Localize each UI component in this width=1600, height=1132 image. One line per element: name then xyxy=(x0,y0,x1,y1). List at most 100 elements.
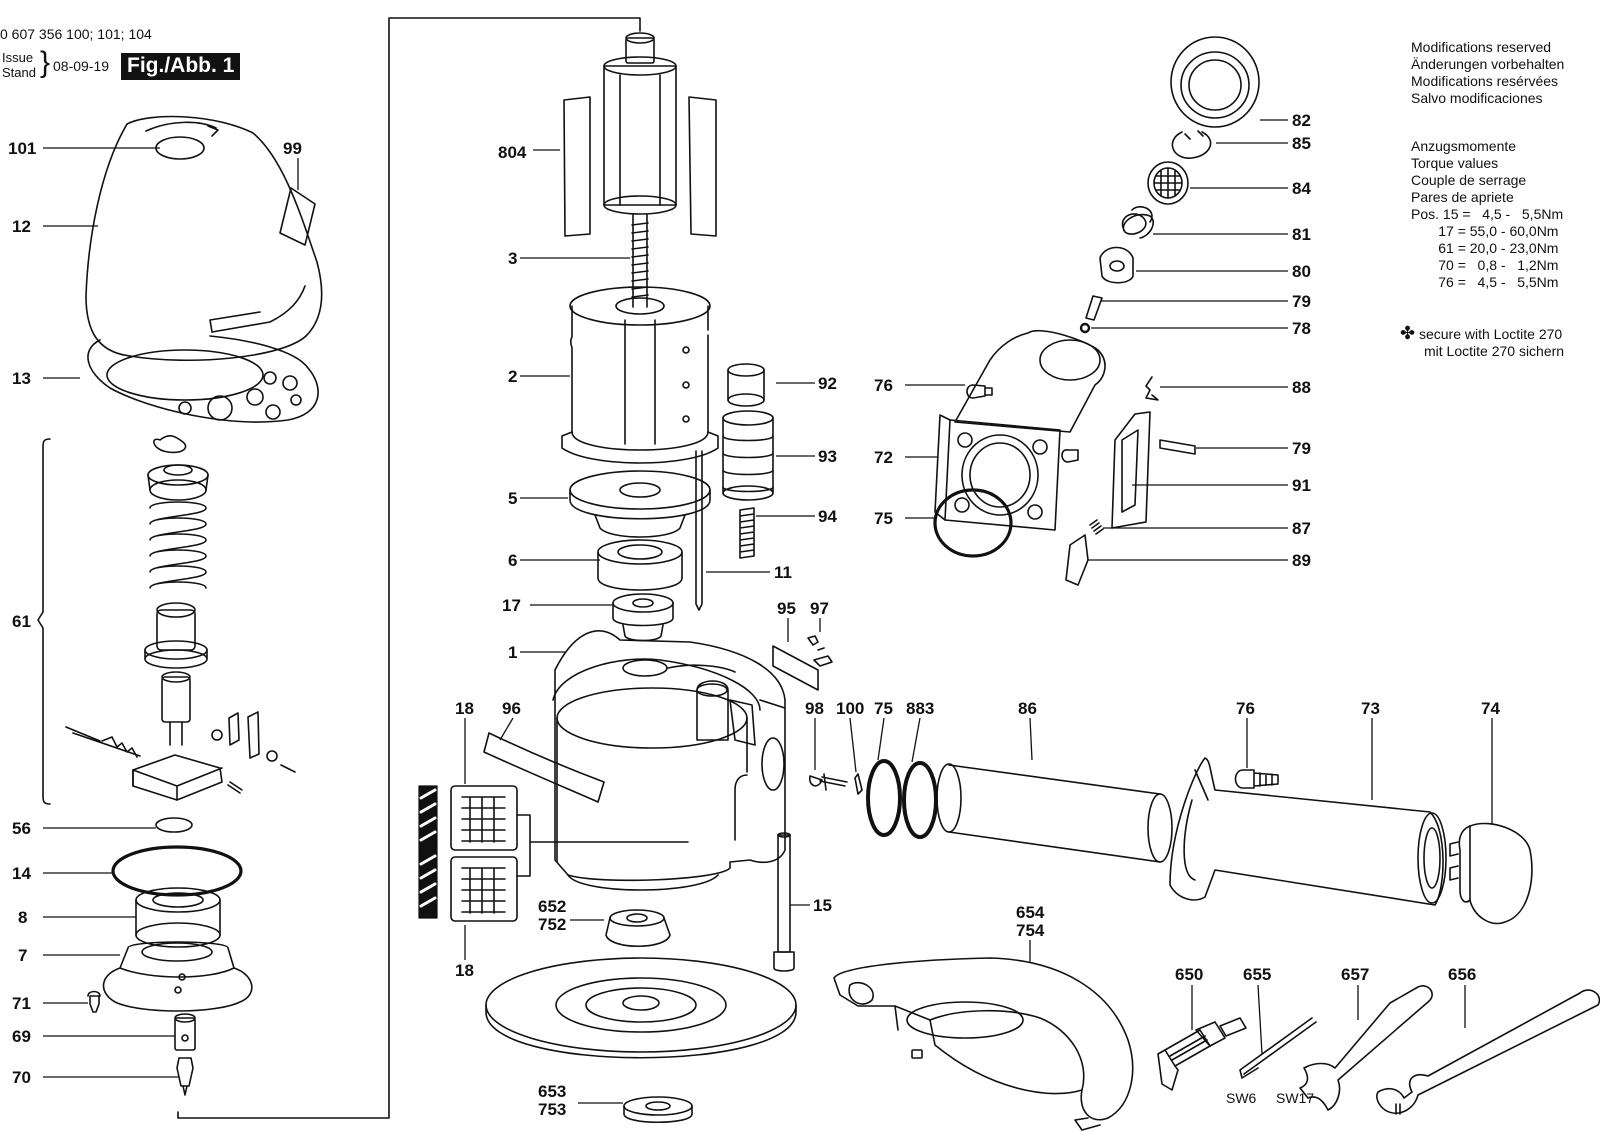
spring-87 xyxy=(1089,519,1104,535)
callout-657: 657 xyxy=(1341,965,1369,984)
callout-7: 7 xyxy=(18,946,27,965)
issue-label: Issue xyxy=(2,50,34,65)
callout-656: 656 xyxy=(1448,965,1476,984)
callout-18b: 18 xyxy=(455,961,474,980)
callout-15: 15 xyxy=(813,896,832,915)
flange-7 xyxy=(102,941,253,1012)
endplate-5 xyxy=(569,470,711,538)
callout-98: 98 xyxy=(805,699,824,718)
part-numbers: 0 607 356 100; 101; 104 xyxy=(0,26,152,42)
callout-655: 655 xyxy=(1243,965,1271,984)
plate-95 xyxy=(772,645,819,691)
stand-label: Stand xyxy=(2,65,36,80)
o-ring-883 xyxy=(902,761,938,839)
o-ring-14 xyxy=(111,845,243,897)
note-line: Anzugsmomente xyxy=(1411,138,1517,154)
cover-part-12 xyxy=(85,115,323,362)
callout-80: 80 xyxy=(1292,262,1311,281)
callout-94: 94 xyxy=(818,507,837,526)
callout-752: 752 xyxy=(538,915,566,934)
valve-assembly-61 xyxy=(65,435,296,801)
label-plate-99 xyxy=(279,187,316,246)
callout-5: 5 xyxy=(508,489,517,508)
pin-79a xyxy=(1085,295,1103,321)
callout-654: 654 xyxy=(1016,903,1045,922)
torque-row: 76 = 4,5 - 5,5Nm xyxy=(1411,274,1559,290)
spring-81 xyxy=(1121,206,1155,239)
callout-78: 78 xyxy=(1292,319,1311,338)
pin-79b xyxy=(1159,439,1196,455)
nut-17 xyxy=(612,593,674,642)
bearing-8 xyxy=(135,887,221,948)
callout-97: 97 xyxy=(810,599,829,618)
callout-61: 61 xyxy=(12,612,31,631)
screw-70 xyxy=(176,1057,194,1096)
handle-73 xyxy=(1169,757,1447,906)
note-line: Modifications reserved xyxy=(1411,39,1552,55)
valve-80 xyxy=(1099,246,1134,284)
sleeve-69 xyxy=(174,1013,196,1051)
lever-91 xyxy=(1111,411,1151,529)
wheel-guard-654 xyxy=(833,957,1134,1131)
note-line: Torque values xyxy=(1411,155,1499,171)
screw-98 xyxy=(808,773,848,791)
callout-56: 56 xyxy=(12,819,31,838)
callout-101: 101 xyxy=(8,139,36,158)
note-line: Modifications resérvées xyxy=(1411,73,1559,89)
cylinder-2 xyxy=(561,286,719,464)
torque-row: Pos. 15 = 4,5 - 5,5Nm xyxy=(1411,206,1564,222)
callout-11: 11 xyxy=(774,563,792,582)
callout-sw6: SW6 xyxy=(1226,1090,1257,1106)
callout-8: 8 xyxy=(18,908,27,927)
grinding-disc xyxy=(485,957,797,1059)
end-cap-74 xyxy=(1449,822,1533,925)
washer-100 xyxy=(854,773,863,795)
callout-95: 95 xyxy=(777,599,796,618)
callout-96: 96 xyxy=(502,699,521,718)
note-line: Salvo modificaciones xyxy=(1411,90,1543,106)
callout-18a: 18 xyxy=(455,699,474,718)
filter-hatching xyxy=(418,785,438,919)
bracket-61 xyxy=(37,438,51,805)
spring-94 xyxy=(739,507,755,559)
callout-92: 92 xyxy=(818,374,837,393)
torque-row: 70 = 0,8 - 1,2Nm xyxy=(1411,257,1559,273)
damper-93 xyxy=(722,410,774,501)
screw-76b xyxy=(966,384,993,399)
callout-653: 653 xyxy=(538,1082,566,1101)
callout-99: 99 xyxy=(283,139,302,158)
callout-82: 82 xyxy=(1292,111,1311,130)
clip-88 xyxy=(1145,376,1159,401)
callout-1: 1 xyxy=(508,643,517,662)
callout-71: 71 xyxy=(12,994,31,1013)
callout-79a: 79 xyxy=(1292,292,1311,311)
torque-note: Anzugsmomente Torque values Couple de se… xyxy=(1411,138,1563,291)
ball-78 xyxy=(1079,322,1091,334)
figure-label: Fig./Abb. 1 xyxy=(121,53,241,80)
note-line: Pares de apriete xyxy=(1411,189,1514,205)
callout-13: 13 xyxy=(12,369,31,388)
o-ring-75b xyxy=(933,488,1013,558)
note-line: Couple de serrage xyxy=(1411,172,1527,188)
callout-2: 2 xyxy=(508,367,517,386)
callout-883: 883 xyxy=(906,699,934,718)
callout-17: 17 xyxy=(502,596,521,615)
callout-88: 88 xyxy=(1292,378,1311,397)
filter-18 xyxy=(450,785,689,922)
flange-nut-653 xyxy=(623,1096,693,1124)
seal-82 xyxy=(1170,36,1260,128)
flange-nut-652 xyxy=(605,909,671,948)
gasket-13 xyxy=(87,335,319,423)
issue-brace: } xyxy=(40,46,51,79)
group-bracket-line xyxy=(177,17,641,1119)
callout-72: 72 xyxy=(874,448,893,467)
screw-71 xyxy=(87,990,101,1013)
bearing-6 xyxy=(597,539,683,591)
torque-row: 17 = 55,0 - 60,0Nm xyxy=(1411,223,1559,239)
modifications-note: Modifications reserved Änderungen vorbeh… xyxy=(1411,39,1564,107)
note-line: Änderungen vorbehalten xyxy=(1411,56,1565,72)
screw-97 xyxy=(807,635,833,667)
hex-key-655 xyxy=(1239,1017,1317,1079)
o-ring-56 xyxy=(155,817,193,833)
